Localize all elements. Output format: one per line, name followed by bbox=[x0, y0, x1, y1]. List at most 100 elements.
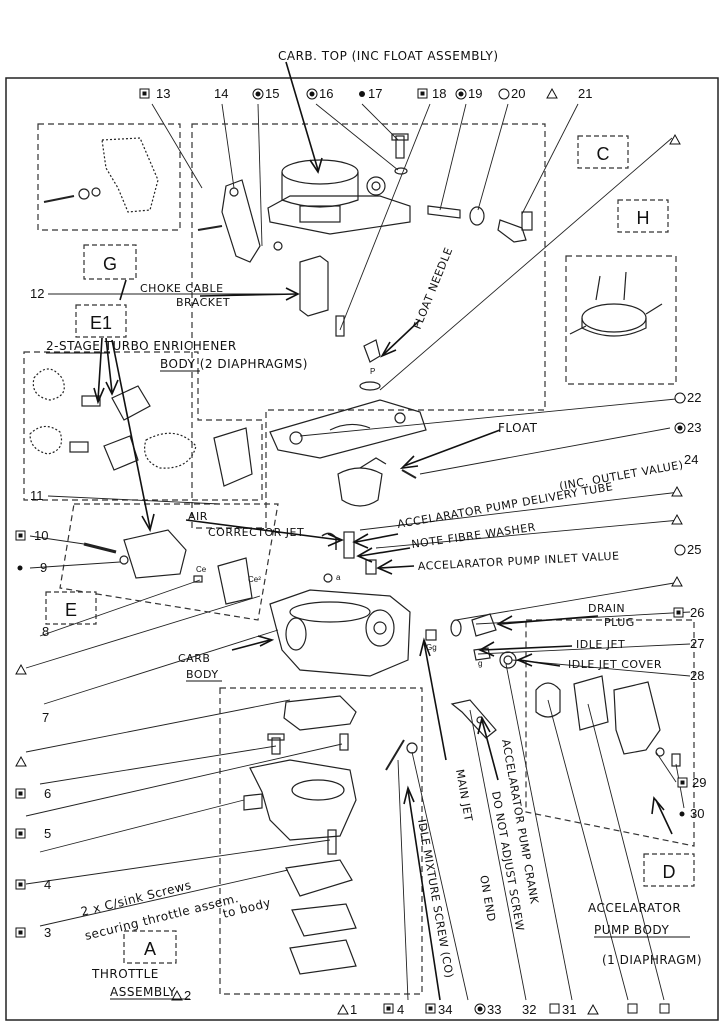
callout-26: 26 bbox=[690, 605, 704, 620]
label-box-e1 bbox=[75, 304, 127, 338]
callout-13: 13 bbox=[156, 86, 170, 101]
note-pump-body-3: (1 DIAPHRAGM) bbox=[602, 953, 702, 967]
carb-top-part bbox=[267, 159, 411, 235]
callout-6: 6 bbox=[44, 786, 51, 801]
mark-a: a bbox=[336, 573, 341, 582]
throttle-assembly-parts bbox=[243, 695, 418, 975]
callout-24: 24 bbox=[684, 452, 698, 467]
callout-5: 5 bbox=[44, 826, 51, 841]
label-box-h bbox=[617, 199, 669, 233]
group-d-outline bbox=[525, 619, 695, 847]
diaphragm-unit-h-part bbox=[569, 271, 663, 337]
callout-17: 17 bbox=[368, 86, 382, 101]
label-box-a bbox=[123, 930, 177, 964]
needle-jet-part bbox=[359, 339, 381, 391]
callout-23: 23 bbox=[687, 420, 701, 435]
callout-14: 14 bbox=[214, 86, 228, 101]
box-a-label: A bbox=[144, 939, 156, 959]
callout-4-bottom: 4 bbox=[397, 1002, 404, 1017]
float-part bbox=[337, 457, 417, 507]
note-enrichener-1: 2-STAGE TURBO ENRICHENER bbox=[46, 339, 237, 353]
callout-30: 30 bbox=[690, 806, 704, 821]
callout-19: 19 bbox=[468, 86, 482, 101]
callout-22: 22 bbox=[687, 390, 701, 405]
pump-body-d-parts bbox=[535, 675, 681, 767]
box-e-label: E bbox=[65, 600, 77, 620]
label-box-g bbox=[83, 244, 137, 280]
callout-7: 7 bbox=[42, 710, 49, 725]
callout-1: 1 bbox=[350, 1002, 357, 1017]
carb-body-part bbox=[269, 531, 411, 677]
callout-31: 31 bbox=[562, 1002, 576, 1017]
note-throttle-2: ASSEMBLY bbox=[110, 985, 176, 999]
box-d-label: D bbox=[663, 862, 676, 882]
note-air-corrector-1: AIR bbox=[188, 510, 208, 523]
choke-linkage-part bbox=[43, 137, 159, 213]
group-e-outline bbox=[59, 503, 279, 621]
note-choke-bracket-1: CHOKE CABLE bbox=[140, 282, 224, 295]
callout-16: 16 bbox=[319, 86, 333, 101]
callout-15: 15 bbox=[265, 86, 279, 101]
mark-ce2: Ce² bbox=[248, 575, 261, 584]
box-e1-label: E1 bbox=[90, 313, 112, 333]
note-idle-jet: IDLE JET bbox=[576, 638, 625, 651]
note-enrichener-2: BODY (2 DIAPHRAGMS) bbox=[160, 357, 308, 371]
mark-ce: Ce bbox=[196, 565, 207, 574]
callout-27: 27 bbox=[690, 636, 704, 651]
group-e1-outline bbox=[23, 351, 263, 501]
note-throttle-1: THROTTLE bbox=[91, 967, 159, 981]
box-c-label: C bbox=[597, 144, 610, 164]
note-drain-plug-1: DRAIN bbox=[588, 602, 625, 615]
callout-28: 28 bbox=[690, 668, 704, 683]
mark-g: g bbox=[478, 659, 482, 668]
callout-21: 21 bbox=[578, 86, 592, 101]
group-c-outline bbox=[191, 123, 546, 529]
top-screws-part bbox=[391, 133, 409, 175]
callout-32: 32 bbox=[522, 1002, 536, 1017]
note-idle-jet-cover: IDLE JET COVER bbox=[568, 658, 662, 671]
note-idle-mixture: IDLE MIXTURE SCREW (CO) bbox=[415, 818, 456, 979]
page-frame bbox=[5, 77, 719, 1021]
label-box-c bbox=[577, 135, 629, 169]
top-gasket-part bbox=[269, 399, 427, 459]
callout-11: 11 bbox=[30, 488, 44, 503]
note-pump-body-2: PUMP BODY bbox=[594, 923, 669, 937]
note-carb-body-2: BODY bbox=[186, 668, 219, 681]
note-main-jet: MAIN JET bbox=[453, 768, 475, 822]
note-pump-body-1: ACCELARATOR bbox=[588, 901, 681, 915]
note-pump-delivery-2: (INC. OUTLET VALUE) bbox=[558, 458, 684, 493]
note-float: FLOAT bbox=[498, 421, 538, 435]
float-needle-valve-part bbox=[427, 205, 533, 243]
group-g-outline bbox=[37, 123, 181, 231]
note-drain-plug-2: PLUG bbox=[604, 616, 635, 629]
note-pump-inlet: ACCELARATOR PUMP INLET VALUE bbox=[417, 549, 619, 573]
enrichener-e1-parts bbox=[29, 368, 253, 487]
callout-10: 10 bbox=[34, 528, 48, 543]
callout-33: 33 bbox=[487, 1002, 501, 1017]
label-box-d bbox=[643, 853, 695, 887]
callout-3: 3 bbox=[44, 925, 51, 940]
callout-20: 20 bbox=[511, 86, 525, 101]
enrichener-e-parts bbox=[83, 529, 253, 605]
note-float-needle: FLOAT NEEDLE bbox=[411, 246, 456, 332]
callout-29: 29 bbox=[692, 775, 706, 790]
callout-9: 9 bbox=[40, 560, 47, 575]
callout-2: 2 bbox=[184, 988, 191, 1003]
box-h-label: H bbox=[637, 208, 650, 228]
note-choke-bracket-2: BRACKET bbox=[176, 296, 230, 309]
note-carb-top: CARB. TOP (INC FLOAT ASSEMBLY) bbox=[278, 49, 499, 63]
callout-34: 34 bbox=[438, 1002, 452, 1017]
callout-25: 25 bbox=[687, 542, 701, 557]
mark-gg: Gg bbox=[426, 643, 437, 652]
mark-p: P bbox=[370, 367, 375, 376]
label-box-e bbox=[45, 591, 97, 625]
group-a-outline bbox=[219, 687, 423, 995]
callout-18: 18 bbox=[432, 86, 446, 101]
note-pump-crank-3: ON END bbox=[477, 874, 498, 923]
callout-4: 4 bbox=[44, 877, 51, 892]
note-carb-body-1: CARB bbox=[178, 652, 210, 665]
box-g-label: G bbox=[103, 254, 117, 274]
choke-cable-bracket-part bbox=[299, 255, 345, 337]
group-h-outline bbox=[565, 255, 677, 385]
